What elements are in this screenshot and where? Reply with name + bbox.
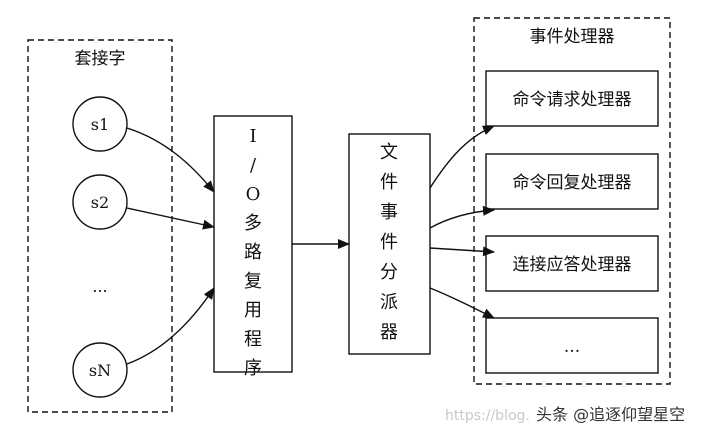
socket-node-s2 (72, 174, 128, 230)
socket-node-sn (72, 342, 128, 398)
socket-group-title: 套接字 (75, 49, 126, 69)
vertical-char: 多 (244, 213, 262, 234)
vertical-char: 事 (380, 202, 398, 223)
vertical-char: 分 (380, 262, 398, 283)
vertical-char: 序 (244, 358, 262, 379)
dispatcher-box (348, 133, 431, 355)
handler-label: ... (564, 337, 580, 357)
vertical-char: / (250, 155, 257, 176)
arrow-to-connection-accept (429, 246, 495, 257)
vertical-char: I (249, 126, 256, 147)
watermark-source: 头条 @追逐仰望星空 (536, 405, 685, 424)
handler-box-connection-accept (485, 235, 659, 292)
dispatcher-label: 文件事件分派器 (380, 142, 398, 343)
vertical-char: 路 (244, 242, 262, 263)
vertical-char: 程 (244, 329, 262, 350)
vertical-char: 件 (380, 232, 398, 253)
vertical-char: 件 (380, 172, 398, 193)
arrow-sn-to-io (126, 287, 215, 365)
handler-label: 连接应答处理器 (513, 255, 632, 275)
socket-ellipsis: ... (92, 277, 107, 296)
handler-label: 命令回复处理器 (513, 173, 632, 193)
vertical-char: O (246, 184, 261, 205)
vertical-char: 文 (380, 142, 398, 163)
arrow-to-command-request (429, 125, 495, 189)
socket-node-s1 (72, 96, 128, 152)
arrow-s2-to-io (126, 207, 215, 230)
vertical-char: 用 (244, 300, 262, 321)
vertical-char: 派 (380, 292, 398, 313)
socket-group-frame (27, 39, 173, 413)
arrow-s1-to-io (126, 127, 215, 193)
arrow-to-command-reply (429, 205, 495, 229)
watermark-url: https://blog. (445, 408, 530, 424)
handler-box-other (485, 317, 659, 374)
handler-group-title: 事件处理器 (530, 27, 615, 47)
handler-box-command-request (485, 70, 659, 127)
arrow-to-other-handler (429, 287, 495, 319)
socket-label: sN (89, 361, 111, 380)
handler-label: 命令请求处理器 (513, 90, 632, 110)
socket-label: s2 (91, 193, 109, 212)
handler-group-frame (473, 17, 671, 385)
handler-box-command-reply (485, 153, 659, 210)
vertical-char: 复 (244, 271, 262, 292)
socket-label: s1 (91, 115, 109, 134)
vertical-char: 器 (380, 322, 398, 343)
